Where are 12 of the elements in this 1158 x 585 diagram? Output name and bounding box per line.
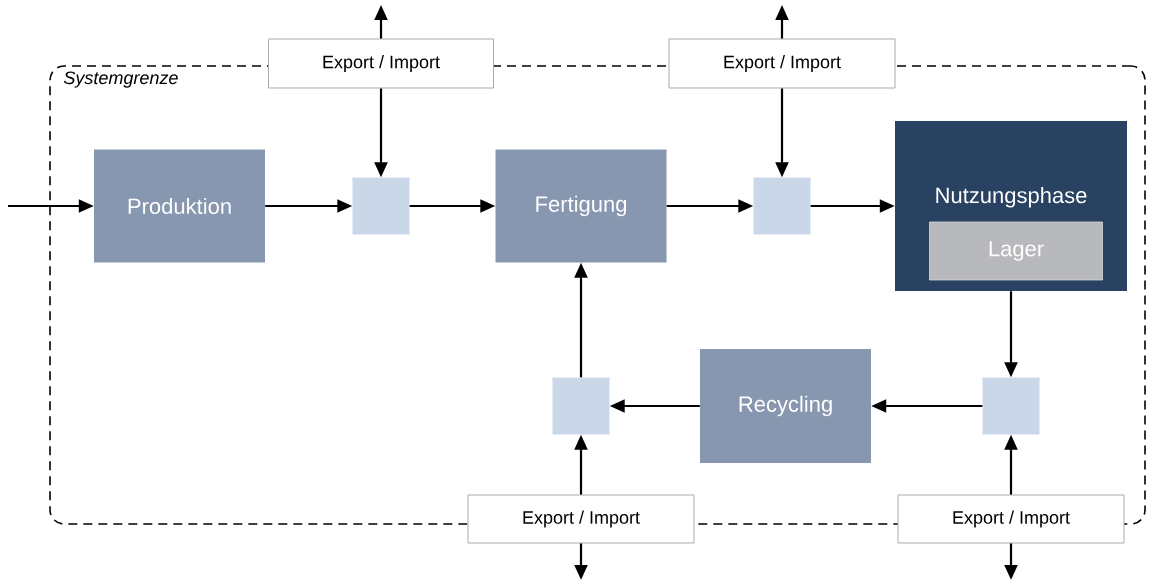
storage-box: Lager <box>929 221 1103 281</box>
export-import-box: Export / Import <box>897 494 1125 544</box>
junction-box <box>552 377 610 435</box>
junction-box <box>753 177 811 235</box>
process-box: Produktion <box>94 149 265 263</box>
process-box: Recycling <box>700 349 871 463</box>
export-import-box: Export / Import <box>268 38 494 89</box>
junction-box <box>352 177 410 235</box>
export-import-box: Export / Import <box>467 494 695 544</box>
junction-box <box>982 377 1040 435</box>
process-box: Fertigung <box>495 149 667 263</box>
export-import-box: Export / Import <box>668 38 896 89</box>
